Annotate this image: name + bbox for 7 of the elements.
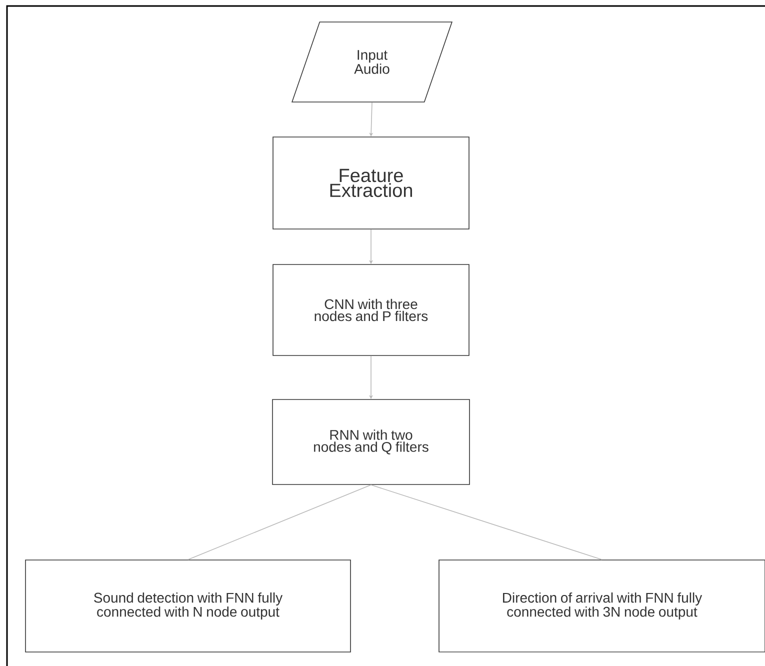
process-box: Direction of arrival with FNN fully connected with 3N node output (438, 560, 765, 652)
connector-line (188, 484, 372, 560)
process-box: Feature Extraction (272, 136, 470, 230)
process-box: Sound detection with FNN fully connected with N node output (25, 560, 351, 652)
connector-line (370, 484, 602, 560)
process-box: RNN with two nodes and Q filters (272, 399, 470, 485)
process-box: CNN with three nodes and P filters (272, 264, 470, 356)
